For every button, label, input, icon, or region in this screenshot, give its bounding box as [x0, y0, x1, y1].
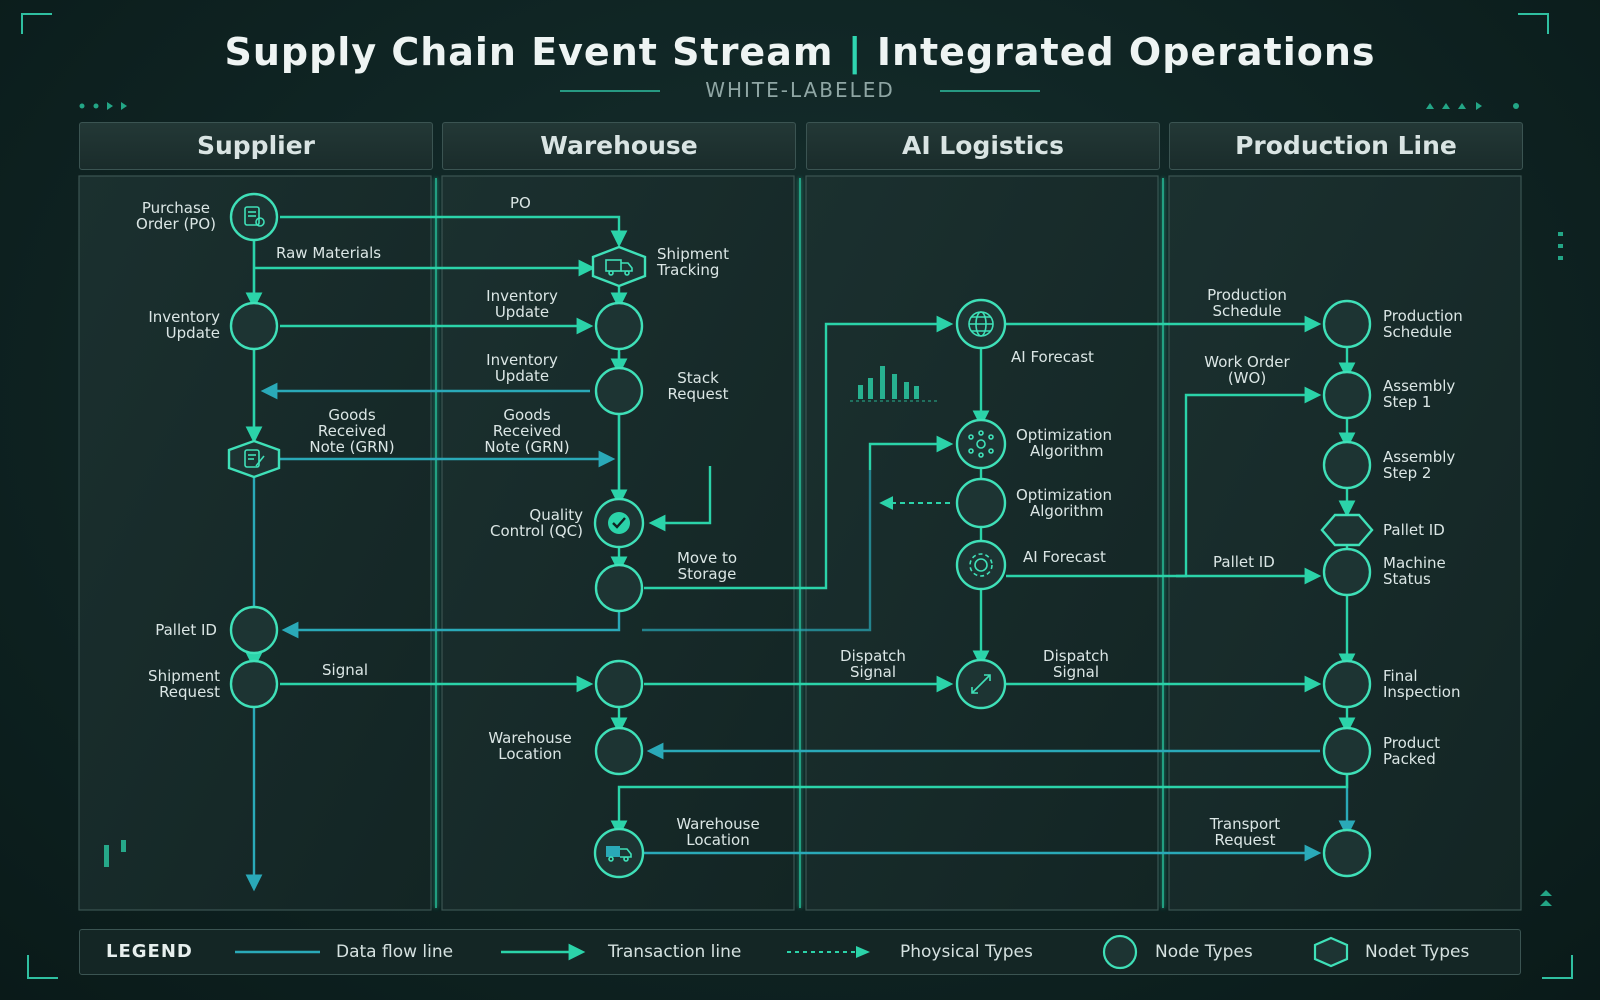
label-ai-forecast-2: AI Forecast — [1023, 548, 1106, 566]
node-shipment-request[interactable] — [229, 659, 279, 709]
document-edit-icon — [244, 449, 265, 468]
globe-icon — [968, 311, 994, 337]
label-work-order: Work Order(WO) — [1204, 353, 1290, 387]
edge-label-raw-materials: Raw Materials — [276, 244, 381, 262]
edge-label-signal: Signal — [322, 661, 368, 679]
node-supplier-inventory-update[interactable] — [229, 301, 279, 351]
label-ai-forecast-1: AI Forecast — [1011, 348, 1094, 366]
transaction-lines — [245, 215, 1356, 838]
lane-header-warehouse: Warehouse — [442, 122, 796, 170]
node-ai-forecast-2[interactable] — [955, 539, 1007, 591]
node-move-to-storage[interactable] — [594, 563, 644, 613]
frame-corners — [21, 13, 1573, 979]
node-product-packed[interactable] — [1322, 726, 1372, 776]
gear-icon — [969, 553, 993, 577]
legend-node-hexagon-icon — [1313, 936, 1349, 968]
legend-physical-swatch — [787, 946, 870, 958]
expand-arrows-icon — [971, 674, 991, 694]
node-warehouse-inventory-update-1[interactable] — [594, 301, 644, 351]
legend: LEGEND Data flow line Transaction line P… — [79, 929, 1521, 975]
node-assembly-step-1[interactable] — [1322, 370, 1372, 420]
checkmark-icon — [608, 512, 630, 534]
node-shipment-tracking[interactable] — [591, 245, 647, 288]
node-transport-request[interactable] — [1322, 828, 1372, 878]
node-warehouse-inventory-update-2[interactable] — [594, 366, 644, 416]
network-icon — [968, 430, 994, 458]
node-purchase-order[interactable] — [229, 192, 279, 242]
lane-header-ai-logistics: AI Logistics — [806, 122, 1160, 170]
node-machine-status[interactable] — [1322, 547, 1372, 597]
legend-data-flow-label: Data flow line — [336, 942, 454, 962]
decorative-bars-icon — [850, 366, 940, 402]
edge-label-po: PO — [510, 194, 531, 212]
truck-icon — [605, 259, 633, 276]
label-production-pallet-id: Pallet ID — [1383, 521, 1445, 539]
page-title: Supply Chain Event Stream | Integrated O… — [224, 30, 1376, 74]
page-subtitle: WHITE-LABELED — [705, 78, 895, 102]
document-icon — [244, 206, 265, 227]
edge-label-pallet-id: Pallet ID — [1213, 553, 1275, 571]
lane-header-supplier: Supplier — [79, 122, 433, 170]
legend-node-types-label: Node Types — [1155, 942, 1253, 962]
truck-icon — [606, 846, 632, 862]
node-pallet-id[interactable] — [229, 605, 279, 655]
node-warehouse-location-1[interactable] — [594, 726, 644, 776]
data-flow-lines — [245, 238, 1322, 892]
legend-node-circle-icon — [1102, 934, 1138, 970]
legend-nodet-types-label: Nodet Types — [1365, 942, 1470, 962]
node-assembly-step-2[interactable] — [1322, 440, 1372, 490]
node-warehouse-signal[interactable] — [594, 659, 644, 709]
legend-physical-label: Phoysical Types — [900, 942, 1033, 962]
legend-transaction-label: Transaction line — [608, 942, 742, 962]
node-optimization-algorithm-2[interactable] — [955, 477, 1007, 529]
node-production-schedule[interactable] — [1322, 299, 1372, 349]
legend-data-flow-swatch — [235, 950, 320, 954]
decorative-dots — [79, 102, 1563, 906]
node-final-inspection[interactable] — [1322, 659, 1372, 709]
lane-header-production-line: Production Line — [1169, 122, 1523, 170]
label-pallet-id: Pallet ID — [155, 621, 217, 639]
node-optimization-algorithm-1[interactable] — [955, 418, 1007, 470]
node-production-pallet-id[interactable] — [1320, 513, 1374, 547]
legend-transaction-swatch — [501, 943, 586, 961]
legend-title: LEGEND — [106, 941, 193, 962]
